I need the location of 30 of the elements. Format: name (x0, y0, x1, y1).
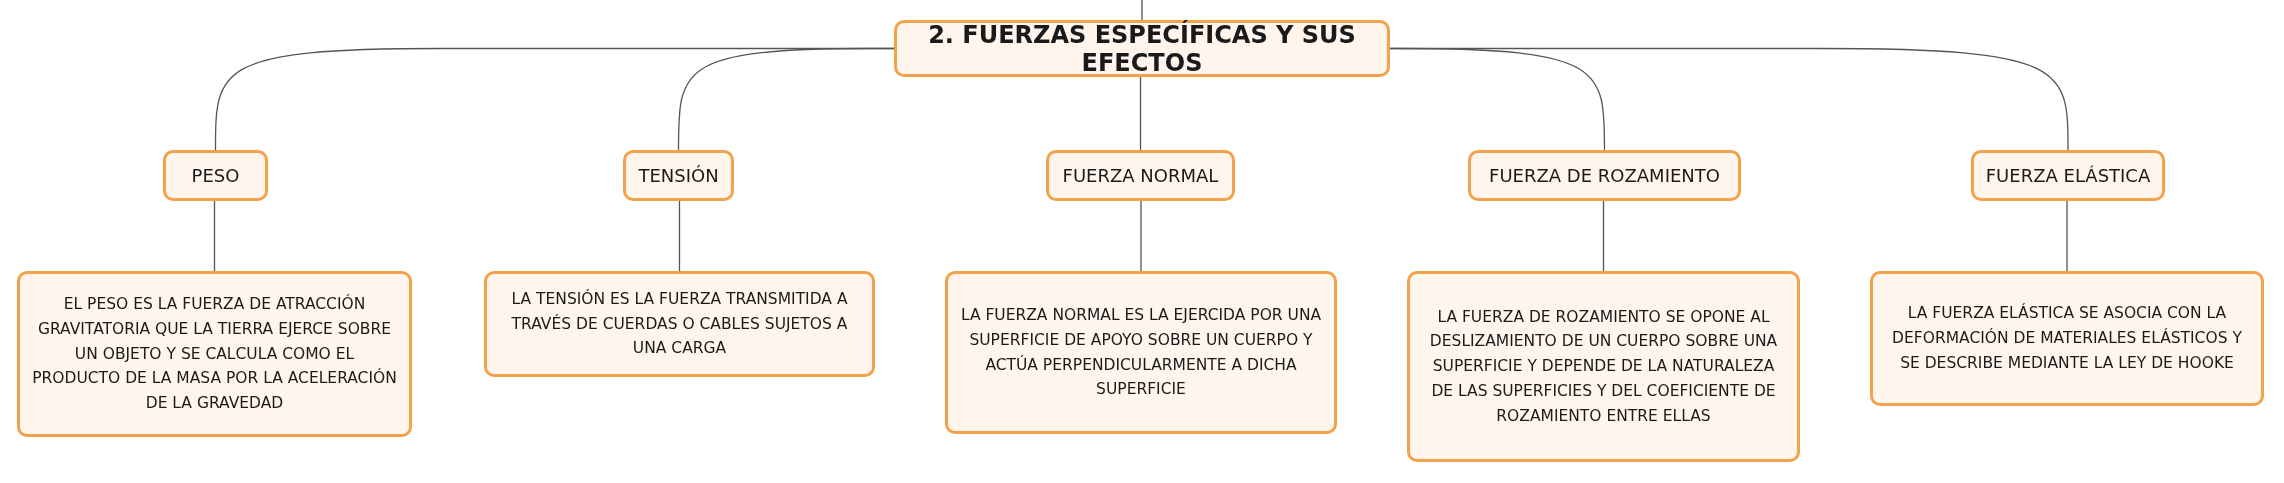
topic-box (623, 150, 734, 201)
connector-line (678, 200, 681, 272)
connector-line (213, 200, 216, 272)
description-text: LA FUERZA DE ROZAMIENTO SE OPONE AL DESLIZAMIENTO DE UN CUERPO SOBRE UNA SUPERFICIE Y DEPENDE DE LA NATURALEZA DE LAS SUPERFICIES Y DEL COEFICIENTE DE ROZAMIENTO ENTRE ELLAS (1428, 306, 1779, 427)
connector-line (1389, 47, 2069, 151)
connector-line (1139, 76, 1142, 151)
description-text: LA TENSIÓN ES LA FUERZA TRANSMITIDA A TRAVÉS DE CUERDAS O CABLES SUJETOS A UNA CARGA (510, 288, 849, 360)
topic-box (163, 150, 268, 201)
topic-box (1971, 150, 2165, 201)
connector-line (1602, 200, 1605, 272)
description-box (945, 271, 1337, 434)
description-text: LA FUERZA NORMAL ES LA EJERCIDA POR UNA SUPERFICIE DE APOYO SOBRE UN CUERPO Y ACTÚA PERPENDICULARMENTE A DICHA SUPERFICIE (959, 304, 1323, 401)
description-text: EL PESO ES LA FUERZA DE ATRACCIÓN GRAVITATORIA QUE LA TIERRA EJERCE SOBRE UN OBJETO Y SE CALCULA COMO EL PRODUCTO DE LA MASA POR LA ACELERACIÓN DE LA GRAVEDAD (31, 293, 398, 415)
connector-line (2066, 200, 2068, 272)
connector-line (677, 47, 895, 151)
topic-title: 2. FUERZAS ESPECÍFICAS Y SUS EFECTOS (927, 20, 1357, 77)
connector-line (1140, 200, 1142, 272)
description-box (1870, 271, 2264, 406)
description-box (1407, 271, 1800, 462)
topic-label: TENSIÓN (638, 165, 719, 186)
topic-box (1046, 150, 1235, 201)
topic-label: FUERZA NORMAL (1062, 165, 1219, 186)
topic-label: PESO (191, 165, 240, 186)
topic-box (1468, 150, 1741, 201)
connector-line (1141, 0, 1143, 21)
description-box (17, 271, 412, 437)
description-text: LA FUERZA ELÁSTICA SE ASOCIA CON LA DEFORMACIÓN DE MATERIALES ELÁSTICOS Y SE DESCRIBE MEDIANTE LA LEY DE HOOKE (1891, 302, 2243, 374)
topic-label: FUERZA ELÁSTICA (1985, 165, 2151, 186)
description-box (484, 271, 875, 377)
topic-label: FUERZA DE ROZAMIENTO (1489, 165, 1720, 186)
